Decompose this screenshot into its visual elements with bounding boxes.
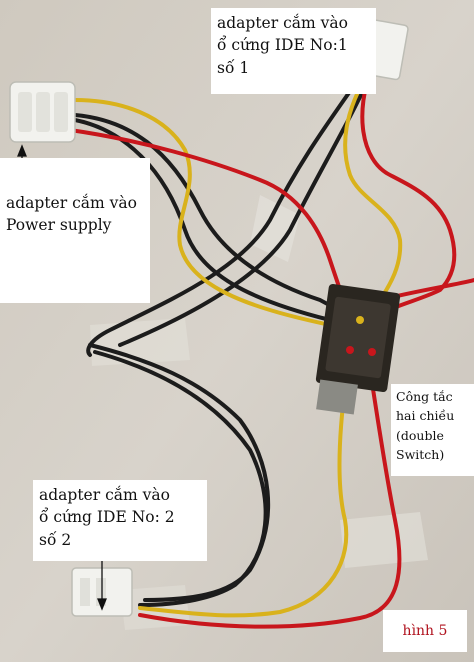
yellow-wires [73, 68, 403, 618]
tape-piece [250, 195, 300, 262]
label-double-switch: Công tắc hai chiều (double Switch) [391, 384, 474, 476]
tape-piece [340, 512, 428, 568]
psu-connector [9, 81, 76, 143]
label-ide1-adapter: adapter cắm vào ổ cứng IDE No:1 số 1 [211, 8, 376, 94]
double-switch [315, 283, 401, 415]
tape-piece [90, 318, 190, 366]
figure-caption: hình 5 [383, 610, 467, 652]
label-ide2-adapter: adapter cắm vào ổ cứng IDE No: 2 số 2 [33, 480, 207, 561]
label-psu-adapter: adapter cắm vào Power supply [0, 158, 150, 303]
